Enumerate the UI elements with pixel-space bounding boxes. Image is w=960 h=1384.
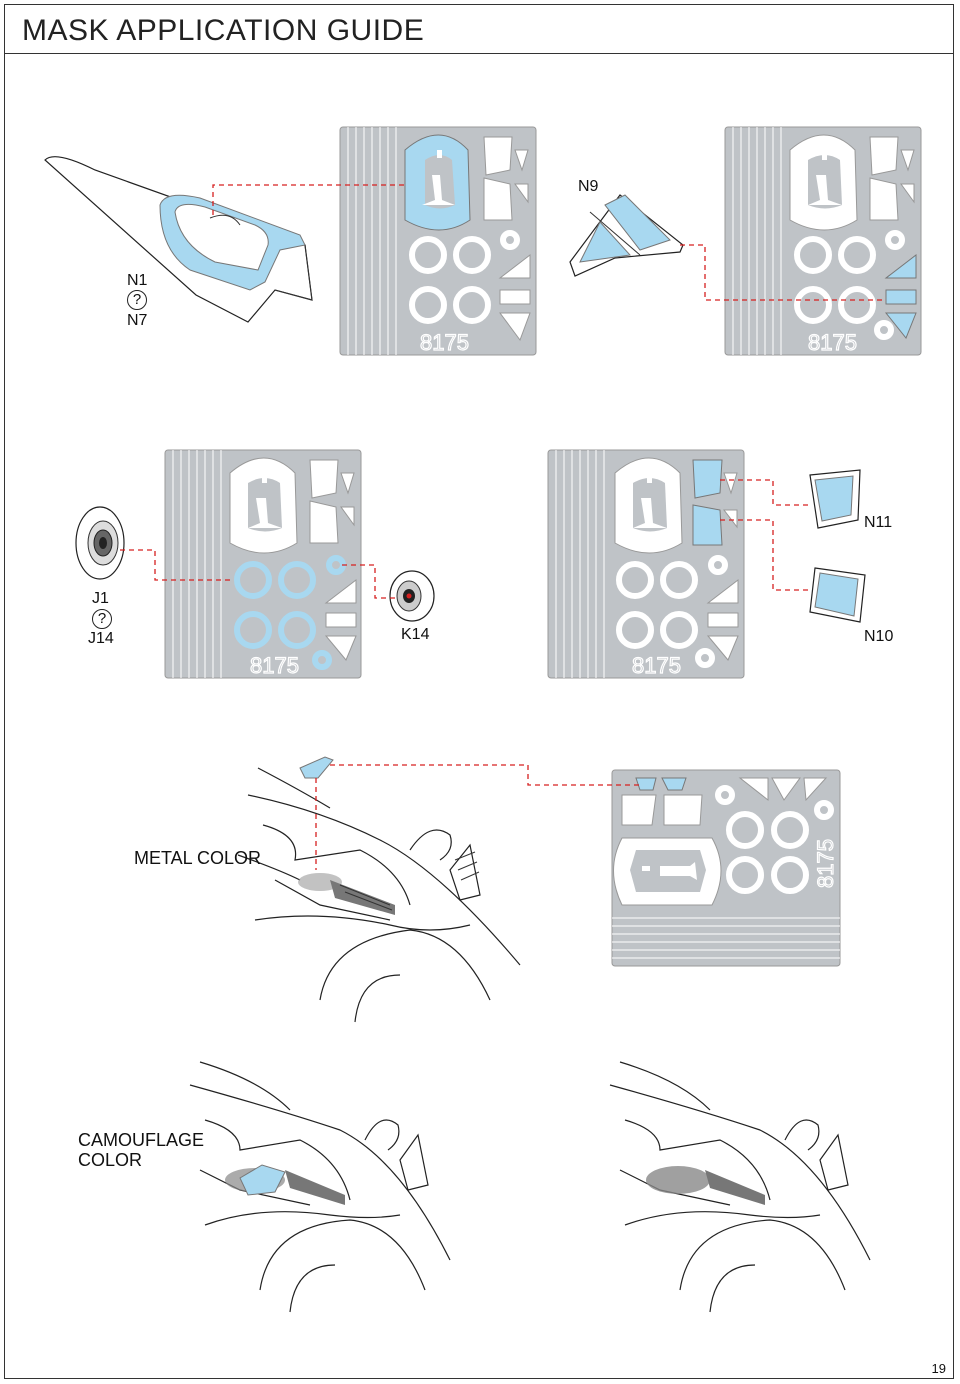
fuselage-illustration-camo-right bbox=[609, 1061, 871, 1313]
sheet-number-5: 8175 bbox=[813, 839, 838, 888]
mask-sheet-5: 8175 bbox=[611, 769, 841, 967]
page-number: 19 bbox=[931, 1361, 946, 1376]
sheet-number-3: 8175 bbox=[250, 653, 299, 678]
mask-sheet-1: 8175 bbox=[339, 126, 537, 356]
label-j1: J1 bbox=[92, 590, 109, 607]
mask-sheet-4: 8175 bbox=[547, 449, 745, 679]
question-icon: ? bbox=[127, 290, 147, 310]
fuselage-illustration-camo-left bbox=[189, 1061, 451, 1313]
mask-sheet-3: 8175 bbox=[164, 449, 362, 679]
wheel-illustration-k14 bbox=[389, 570, 435, 622]
window-illustration-n11 bbox=[809, 469, 861, 529]
page-frame bbox=[4, 4, 954, 1379]
label-camouflage: CAMOUFLAGE bbox=[78, 1130, 205, 1150]
label-k14: K14 bbox=[401, 626, 430, 643]
page-title: MASK APPLICATION GUIDE bbox=[22, 14, 425, 47]
sheet-number-2: 8175 bbox=[808, 330, 857, 355]
title-bar: MASK APPLICATION GUIDE bbox=[4, 4, 954, 54]
windscreen-illustration-n9 bbox=[569, 194, 684, 277]
label-color: COLOR bbox=[78, 1150, 143, 1170]
label-n7: N7 bbox=[127, 312, 148, 329]
label-n1: N1 bbox=[127, 272, 148, 289]
label-j14: J14 bbox=[88, 630, 114, 647]
label-n9: N9 bbox=[578, 178, 599, 195]
canopy-illustration-n1 bbox=[44, 156, 313, 323]
sheet-number-4: 8175 bbox=[632, 653, 681, 678]
fuselage-illustration-metal bbox=[237, 756, 521, 1023]
window-illustration-n10 bbox=[809, 567, 866, 623]
wheel-illustration-j1 bbox=[75, 506, 125, 580]
label-metal-color: METAL COLOR bbox=[134, 848, 262, 868]
label-n11: N11 bbox=[864, 514, 893, 531]
guide-lines bbox=[120, 184, 886, 870]
question-icon-2: ? bbox=[92, 609, 112, 629]
sheet-number: 8175 bbox=[420, 330, 469, 355]
mask-sheet-2: 8175 bbox=[724, 126, 922, 356]
label-n10: N10 bbox=[864, 628, 894, 645]
